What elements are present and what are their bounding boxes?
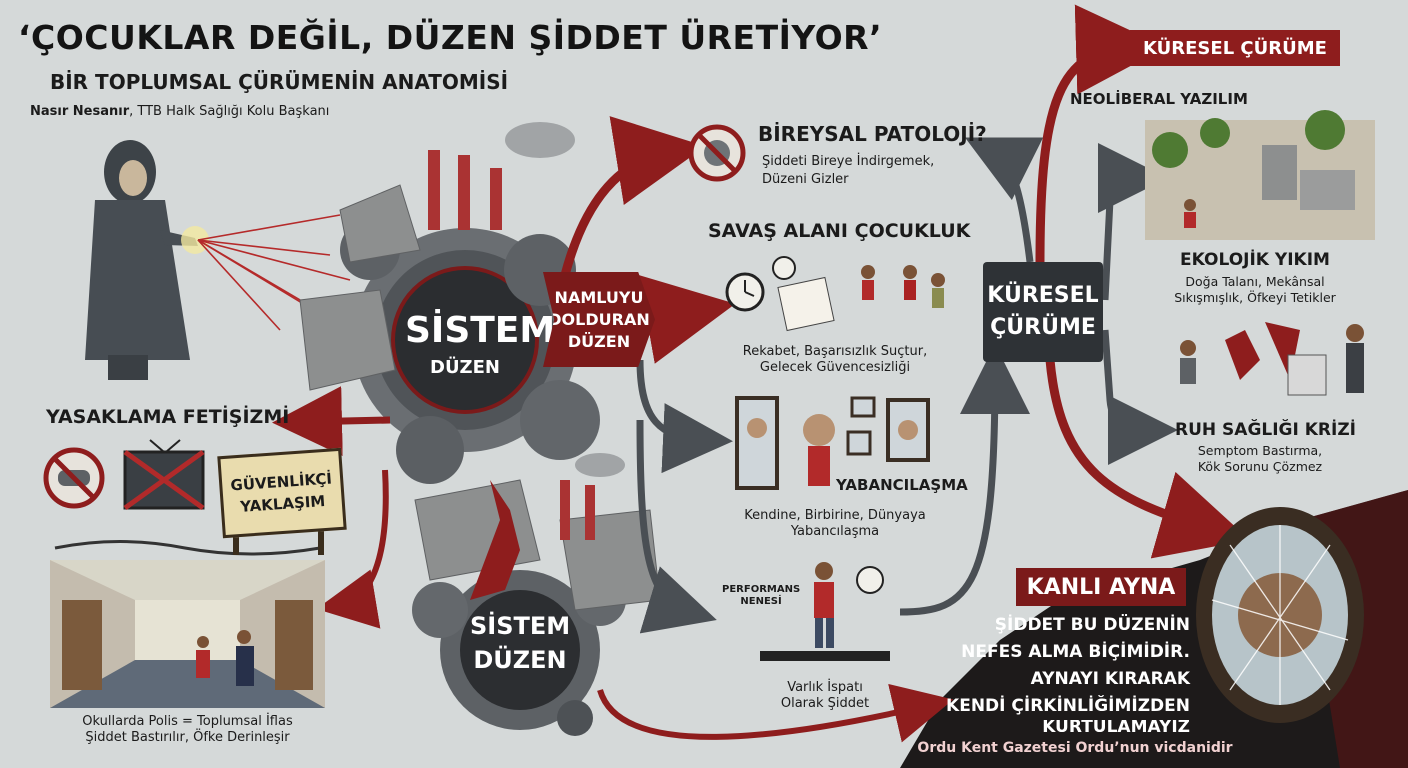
yasaklama-heading: YASAKLAMA FETİŞİZMİ xyxy=(46,406,290,428)
running-children-illustration xyxy=(725,256,945,332)
factory-chimneys xyxy=(428,122,625,540)
arrow-to-bireysal-from-kuresel xyxy=(964,137,1044,263)
author-role: , TTB Halk Sağlığı Kolu Başkanı xyxy=(129,104,330,119)
duzen-label-bottom: DÜZEN xyxy=(473,646,567,674)
blood-drip xyxy=(470,480,520,600)
savas-desc-line-1: Rekabet, Başarısızlık Suçtur, xyxy=(742,344,928,359)
banned-game-controller-icon xyxy=(43,447,105,509)
savas-desc-line-2: Gelecek Güvencesizliği xyxy=(759,360,911,375)
author-name: Nasır Nesanır xyxy=(30,104,130,119)
savas-heading: SAVAŞ ALANI ÇOCUKLUK xyxy=(708,220,971,242)
arrow-to-yasaklama xyxy=(272,386,391,457)
arrow-to-mirror xyxy=(1045,359,1250,559)
hooded-child-figure xyxy=(85,140,198,380)
yabanci-heading: YABANCILAŞMA xyxy=(836,476,968,494)
kuresel-curume-badge: KÜRESEL ÇÜRÜME xyxy=(1130,30,1340,66)
school-corridor-illustration xyxy=(50,540,325,708)
arrow-to-bireysal xyxy=(560,116,706,277)
namlu-line-2: DOLDURAN xyxy=(548,309,650,329)
kanli-ayna-heading: KANLI AYNA xyxy=(1016,568,1186,606)
school-caption-line-1: Okullarda Polis = Toplumsal İflas xyxy=(82,714,293,729)
neoliberal-label: NEOLİBERAL YAZILIM xyxy=(1070,90,1248,108)
broken-mirror-illustration xyxy=(1196,507,1364,723)
ekolojik-heading: EKOLOJİK YIKIM xyxy=(1180,250,1330,270)
bireysal-desc: Şiddeti Bireye İndirgemek, Düzeni Gizler xyxy=(762,153,934,189)
glowing-light xyxy=(181,226,209,254)
kuresel-box-line-1: KÜRESEL xyxy=(987,283,1099,308)
namlu-dolduran-banner: NAMLUYU DOLDURAN DÜZEN xyxy=(543,272,655,367)
mirror-frames-illustration xyxy=(735,396,930,490)
page-subtitle: BİR TOPLUMSAL ÇÜRÜMENİN ANATOMİSİ xyxy=(50,70,509,94)
kanli-line-5: KURTULAMAYIZ xyxy=(1042,720,1190,734)
arrow-to-ruh xyxy=(1101,329,1178,465)
page-title: ‘ÇOCUKLAR DEĞİL, DÜZEN ŞİDDET ÜRETİYOR’ xyxy=(18,18,883,57)
kanli-line-3: AYNAYI KIRARAK xyxy=(1030,669,1190,689)
arrow-to-performans xyxy=(636,419,717,634)
arrow-to-kanli xyxy=(597,683,954,743)
arrow-to-savas xyxy=(638,275,736,364)
sistem-label-top: SİSTEM xyxy=(405,310,556,351)
ekolojik-desc-line-1: Doğa Talanı, Mekânsal xyxy=(1185,274,1325,289)
banned-tv-icon xyxy=(123,439,205,511)
ruh-desc-line-2: Kök Sorunu Çözmez xyxy=(1197,459,1323,474)
kanli-ayna-body: ŞİDDET BU DÜZENİN NEFES ALMA BİÇİMİDİR. … xyxy=(940,612,1190,734)
yabanci-desc-line-1: Kendine, Birbirine, Dünyaya xyxy=(744,508,926,523)
kanli-line-1: ŞİDDET BU DÜZENİN xyxy=(994,615,1190,635)
varlik-line-1: Varlık İspatı xyxy=(787,680,863,695)
varlik-caption: Varlık İspatı Olarak Şiddet xyxy=(740,680,910,712)
author-line: Nasır Nesanır, TTB Halk Sağlığı Kolu Baş… xyxy=(30,104,329,119)
performans-label: PERFORMANS NENESİ xyxy=(722,584,800,608)
yabanci-desc-line-2: Yabancılaşma xyxy=(790,524,880,539)
ecological-destruction-illustration xyxy=(1145,110,1375,240)
yabanci-desc: Kendine, Birbirine, Dünyaya Yabancılaşma xyxy=(720,508,950,540)
ekolojik-desc: Doğa Talanı, Mekânsal Sıkışmışlık, Öfkey… xyxy=(1140,274,1370,306)
ruh-heading: RUH SAĞLIĞI KRİZİ xyxy=(1175,420,1356,440)
duzen-label-top: DÜZEN xyxy=(430,357,500,378)
performance-pedestal-illustration xyxy=(760,562,890,661)
kanli-line-2: NEFES ALMA BİÇİMİDİR. xyxy=(961,642,1190,662)
footer-credit: Ordu Kent Gazetesi Ordu’nun vicdanidir xyxy=(917,740,1233,756)
arrow-to-school xyxy=(316,469,389,629)
bireysal-desc-line-1: Şiddeti Bireye İndirgemek, xyxy=(762,154,935,169)
arrow-performans-to-kuresel xyxy=(899,344,1030,616)
mental-health-illustration xyxy=(1180,322,1364,396)
arrow-to-badge xyxy=(1035,4,1166,263)
red-rays xyxy=(197,214,351,331)
arrow-to-ekolojik xyxy=(1097,143,1168,301)
sistem-label-bottom: SİSTEM xyxy=(470,612,571,640)
varlik-line-2: Olarak Şiddet xyxy=(780,696,870,711)
ruh-desc: Semptom Bastırma, Kök Sorunu Çözmez xyxy=(1165,443,1355,475)
savas-desc: Rekabet, Başarısızlık Suçtur, Gelecek Gü… xyxy=(710,344,960,376)
performans-label-line-1: PERFORMANS xyxy=(722,584,801,595)
namlu-line-1: NAMLUYU xyxy=(554,287,644,307)
ruh-desc-line-1: Semptom Bastırma, xyxy=(1197,443,1323,458)
arrow-to-yabanci xyxy=(636,359,733,474)
guvenlikci-line-2: YAKLAŞIM xyxy=(239,492,326,516)
kuresel-curume-box: KÜRESEL ÇÜRÜME xyxy=(983,262,1103,362)
school-caption-line-2: Şiddet Bastırılır, Öfke Derinleşir xyxy=(85,730,290,745)
bireysal-heading: BİREYSAL PATOLOJİ? xyxy=(758,122,987,146)
namlu-line-3: DÜZEN xyxy=(567,331,631,351)
guvenlikci-sign: GÜVENLİKÇİ YAKLAŞIM xyxy=(217,447,347,539)
bireysal-desc-line-2: Düzeni Gizler xyxy=(762,172,849,187)
school-caption: Okullarda Polis = Toplumsal İflas Şiddet… xyxy=(50,714,325,746)
ekolojik-desc-line-2: Sıkışmışlık, Öfkeyi Tetikler xyxy=(1174,290,1336,305)
kuresel-box-line-2: ÇÜRÜME xyxy=(990,315,1096,340)
kanli-line-4: KENDİ ÇİRKİNLİĞİMİZDEN xyxy=(946,696,1190,716)
performans-label-line-2: NENESİ xyxy=(740,596,782,607)
no-sign-icon-bireysal xyxy=(688,124,746,182)
